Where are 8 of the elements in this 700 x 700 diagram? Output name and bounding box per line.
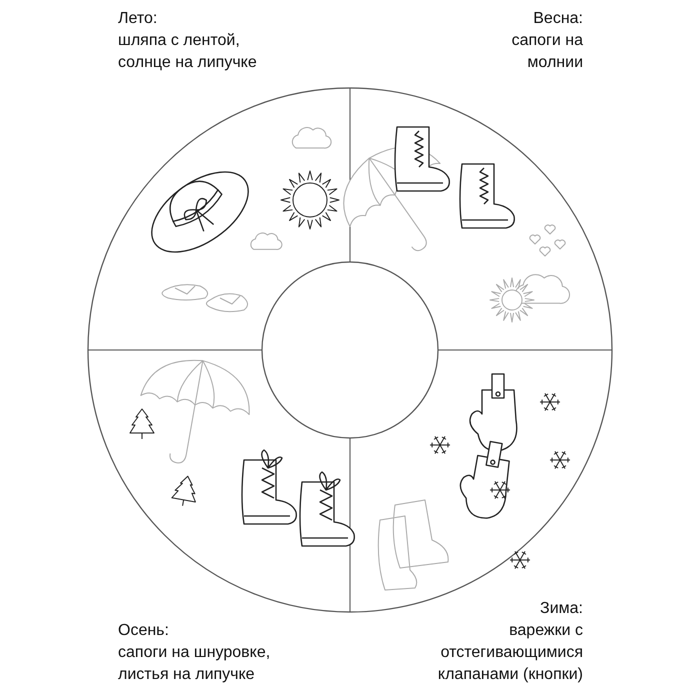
season-heading: Весна: — [532, 9, 583, 29]
season-heading: Лето: — [118, 9, 158, 29]
season-heading: Осень: — [118, 621, 170, 641]
season-description: сапоги на шнуровке, листья на липучке — [118, 643, 272, 685]
season-description: варежки с отстегивающимися клапанами (кнопки) — [436, 621, 583, 685]
season-description: шляпа с лентой, солнце на липучке — [118, 31, 258, 73]
season-heading: Зима: — [539, 599, 583, 619]
season-description: сапоги на молнии — [510, 31, 583, 73]
